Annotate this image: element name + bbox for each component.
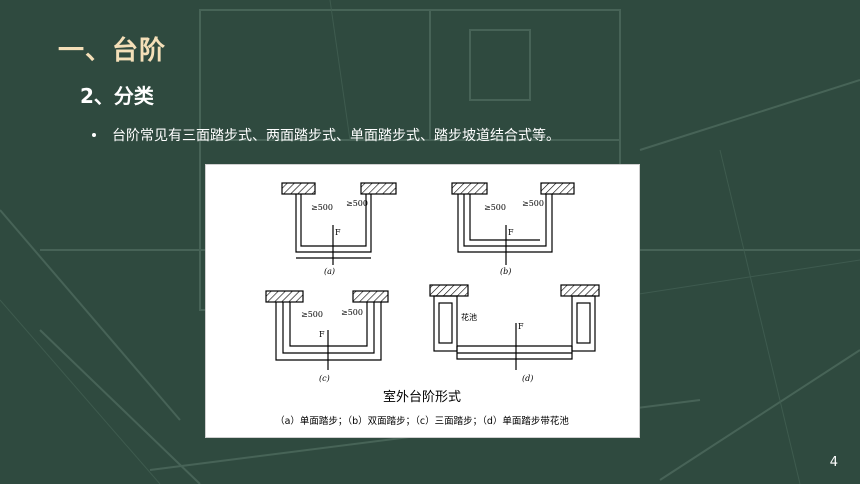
dim-500-b2: ≥500 (522, 199, 544, 208)
planter-right (571, 295, 596, 352)
dim-500-c1: ≥500 (301, 310, 323, 319)
force-label-a: F (335, 228, 341, 237)
diagram-b: ≥500 ≥500 F (b) (451, 182, 575, 276)
force-label-c: F (319, 330, 325, 339)
force-label-d: F (518, 322, 524, 331)
wall-left-c (265, 290, 304, 303)
bullet-text: 台阶常见有三面踏步式、两面踏步式、单面踏步式、踏步坡道结合式等。 (112, 128, 560, 144)
wall-right-d (560, 284, 600, 297)
bullet-item: 台阶常见有三面踏步式、两面踏步式、单面踏步式、踏步坡道结合式等。 (92, 125, 560, 145)
force-label-b: F (508, 228, 514, 237)
dim-500-b1: ≥500 (484, 203, 506, 212)
planter-label: 花池 (461, 312, 477, 322)
slide-title: 一、台阶 (58, 36, 167, 66)
wall-right-b (540, 182, 575, 195)
steps-diagram-figure: ≥500 ≥500 F (a) ≥500 ≥500 F (b) (205, 164, 640, 438)
planter-left (433, 295, 458, 352)
bullet-dot-icon (92, 133, 96, 137)
label-a: (a) (324, 267, 335, 276)
dim-500-c2: ≥500 (341, 308, 363, 317)
figure-caption-items: （a）单面踏步；（b）双面踏步；（c）三面踏步；（d）单面踏步带花池 (275, 415, 569, 427)
diagram-c: ≥500 ≥500 F (c) (265, 290, 389, 383)
wall-left-b (451, 182, 488, 195)
label-d: (d) (522, 374, 533, 383)
wall-right-a (360, 182, 397, 195)
section-subtitle: 2、分类 (80, 84, 154, 108)
wall-left-d (429, 284, 469, 297)
dim-500-a2: ≥500 (346, 199, 368, 208)
figure-caption-title: 室外台阶形式 (383, 389, 461, 405)
wall-left-a (281, 182, 316, 195)
wall-right-c (352, 290, 389, 303)
steps-diagram: ≥500 ≥500 F (a) ≥500 ≥500 F (b) (265, 182, 600, 427)
label-c: (c) (319, 374, 330, 383)
dim-500-a1: ≥500 (311, 203, 333, 212)
label-b: (b) (500, 267, 511, 276)
diagram-d: 花池 F (d) (429, 284, 600, 383)
diagram-a: ≥500 ≥500 F (a) (281, 182, 397, 276)
page-number: 4 (829, 455, 838, 470)
